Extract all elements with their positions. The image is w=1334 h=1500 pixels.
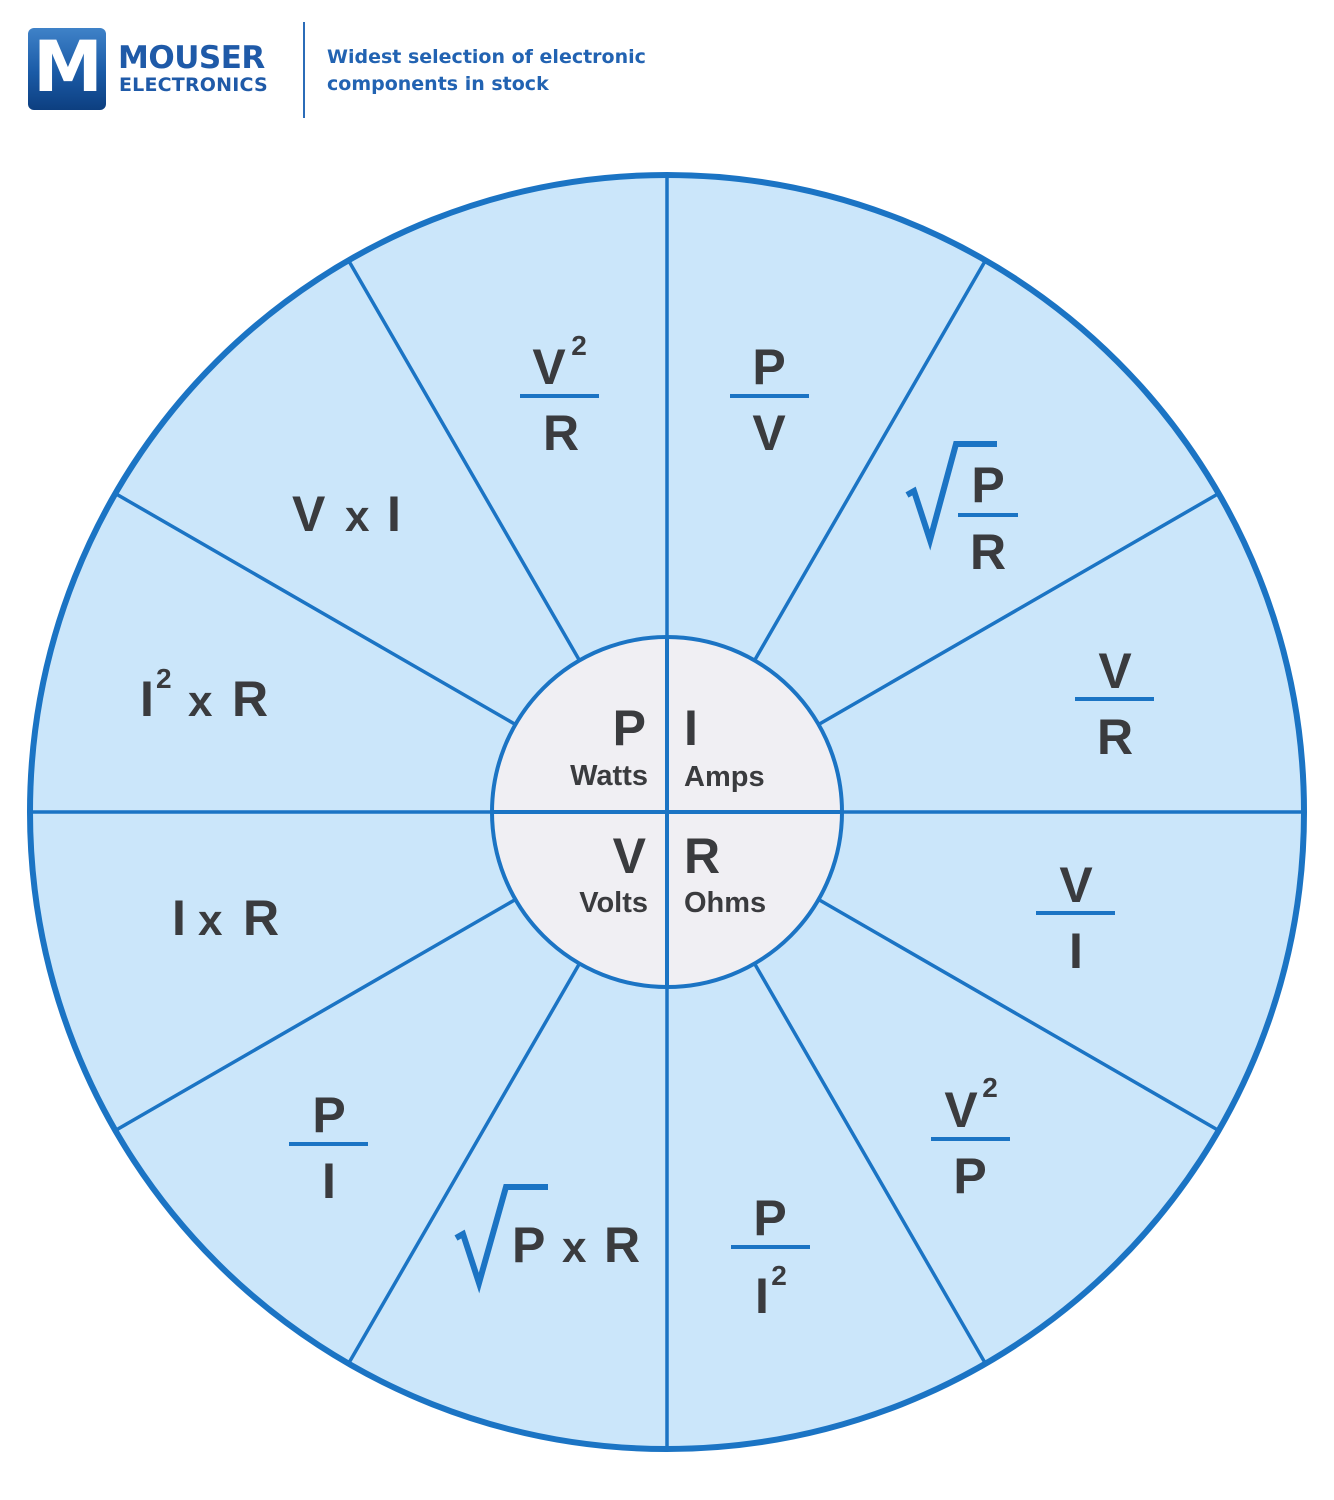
wheel-segment <box>667 175 986 661</box>
brand-subtitle: ELECTRONICS <box>119 74 268 96</box>
fraction-numerator: P <box>752 339 785 395</box>
formula-resistance-v-over-i: V I <box>1036 857 1115 979</box>
fraction-denominator: R <box>1097 709 1133 765</box>
segment-divider <box>114 897 517 1133</box>
segment-divider <box>817 897 1220 1133</box>
formula-voltage-p-over-i: P I <box>289 1087 368 1209</box>
numerator-exponent: 2 <box>982 1072 998 1103</box>
formula-power-v-times-i: V x I <box>292 486 401 542</box>
wheel-segment <box>818 493 1304 812</box>
fraction-denominator: V <box>752 405 786 461</box>
segment-divider <box>817 491 1220 727</box>
formula-voltage-sqrt-p-times-r: P x R <box>454 1184 640 1294</box>
fraction-numerator: P <box>312 1087 345 1143</box>
segment-divider <box>752 259 988 662</box>
wheel-segment <box>348 963 667 1449</box>
operand-a: P <box>512 1217 545 1273</box>
formula-resistance-p-over-i-squared: P I 2 <box>731 1190 810 1324</box>
tagline: Widest selection of electronic component… <box>327 44 687 98</box>
formula-power-i-squared-times-r: I 2 x R <box>140 663 268 727</box>
operator: x <box>562 1223 587 1272</box>
fraction-numerator: P <box>753 1190 786 1246</box>
fraction-denominator: I <box>1069 923 1083 979</box>
center-resistance-unit: Ohms <box>684 887 766 919</box>
fraction-denominator: I <box>322 1153 336 1209</box>
square-root-icon <box>905 441 997 551</box>
fraction-numerator: V <box>944 1082 978 1138</box>
wheel-segment <box>667 963 986 1449</box>
formula-power-v-squared-over-r: V 2 R <box>520 330 599 461</box>
center-current-symbol: I <box>684 700 698 756</box>
segment-divider <box>346 962 582 1365</box>
wheel-segment <box>30 493 516 812</box>
operand-b: R <box>232 671 268 727</box>
formula-current-sqrt-p-over-r: P R <box>905 441 1018 580</box>
mouser-logo-icon: M <box>28 28 106 110</box>
logo-letter: M <box>33 28 103 108</box>
wheel-segment <box>754 260 1219 725</box>
operand-b: R <box>243 890 279 946</box>
segment-divider <box>346 259 582 662</box>
brand-name: MOUSER <box>118 40 265 76</box>
operand-a-exponent: 2 <box>156 663 172 694</box>
segment-divider <box>752 962 988 1365</box>
center-voltage-unit: Volts <box>579 887 648 919</box>
center-power-unit: Watts <box>570 760 648 792</box>
fraction-denominator: P <box>953 1148 986 1204</box>
square-root-icon <box>454 1184 548 1294</box>
fraction-numerator: P <box>971 457 1004 513</box>
tagline-line-1: Widest selection of electronic <box>327 46 646 68</box>
formula-resistance-v-squared-over-p: V 2 P <box>931 1072 1010 1204</box>
center-current-unit: Amps <box>684 761 765 793</box>
wheel-segments <box>30 175 1304 1449</box>
operand-a: I <box>172 890 186 946</box>
operator: x <box>345 492 370 541</box>
formula-voltage-i-times-r: I x R <box>172 890 279 946</box>
wheel-segment <box>30 812 516 1131</box>
center-power-symbol: P <box>613 700 646 756</box>
operand-b: I <box>387 486 401 542</box>
formula-current-p-over-v: P V <box>730 339 809 461</box>
segment-divider <box>114 491 517 727</box>
center-resistance-symbol: R <box>684 828 720 884</box>
wheel-segment <box>115 899 580 1364</box>
operand-b: R <box>604 1217 640 1273</box>
header-divider <box>303 22 305 118</box>
fraction-numerator: V <box>1059 857 1093 913</box>
wheel-segment <box>348 175 667 661</box>
outer-ring <box>27 172 1307 1452</box>
fraction-denominator: R <box>543 405 579 461</box>
operator: x <box>198 896 223 945</box>
wheel-segment <box>818 812 1304 1131</box>
formula-current-v-over-r: V R <box>1075 643 1154 765</box>
tagline-line-2: components in stock <box>327 73 549 95</box>
wheel-segment <box>754 899 1219 1364</box>
fraction-denominator: I <box>755 1268 769 1324</box>
operand-a: I <box>140 671 154 727</box>
fraction-numerator: V <box>1098 643 1132 699</box>
fraction-numerator: V <box>532 339 566 395</box>
fraction-denominator: R <box>970 524 1006 580</box>
denominator-exponent: 2 <box>771 1260 787 1291</box>
wheel-segment <box>115 260 580 725</box>
operand-a: V <box>292 486 326 542</box>
operator: x <box>188 677 213 726</box>
center-voltage-symbol: V <box>613 828 647 884</box>
numerator-exponent: 2 <box>571 330 587 361</box>
